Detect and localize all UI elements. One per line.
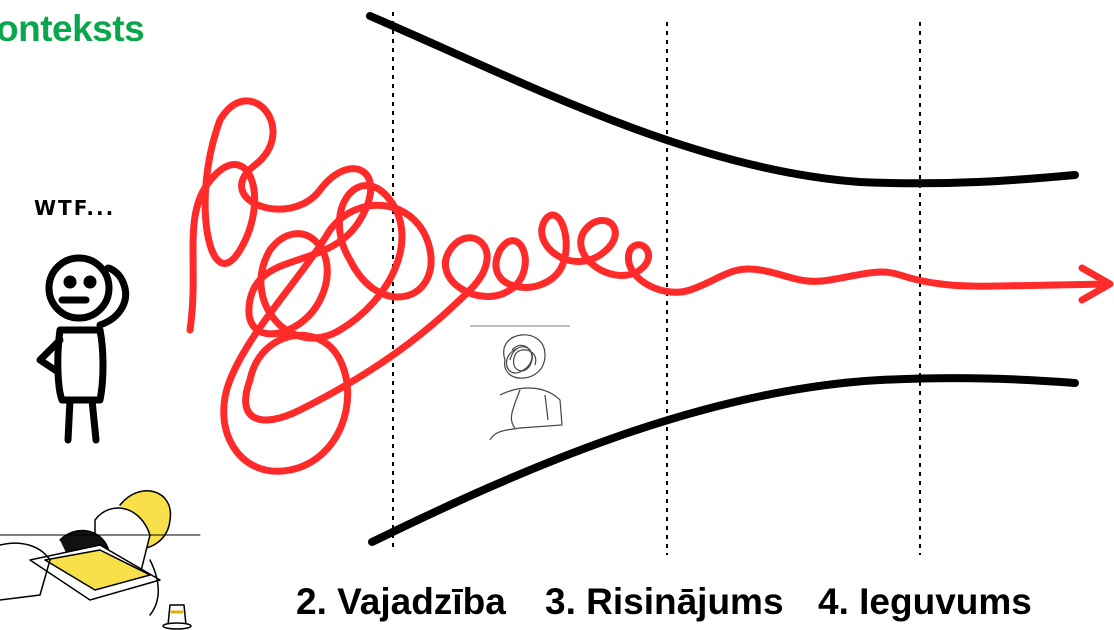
arrow-head xyxy=(1078,264,1114,304)
stage-label-benefit: 4. Ieguvums xyxy=(818,581,1032,622)
stage-label-solution: 3. Risinājums xyxy=(545,581,784,622)
confused-stick-figure xyxy=(36,254,130,444)
slide-title: onteksts xyxy=(0,8,145,49)
exhausted-person-sketch xyxy=(0,490,201,630)
chaos-scribble xyxy=(186,97,1112,475)
stage-label-need: 2. Vajadzība xyxy=(296,581,506,622)
speech-text: WTF... xyxy=(34,196,116,220)
funnel-top-wall xyxy=(366,12,1079,188)
funnel-bottom-wall xyxy=(368,374,1079,546)
tangled-thoughts-sketch xyxy=(470,325,570,441)
